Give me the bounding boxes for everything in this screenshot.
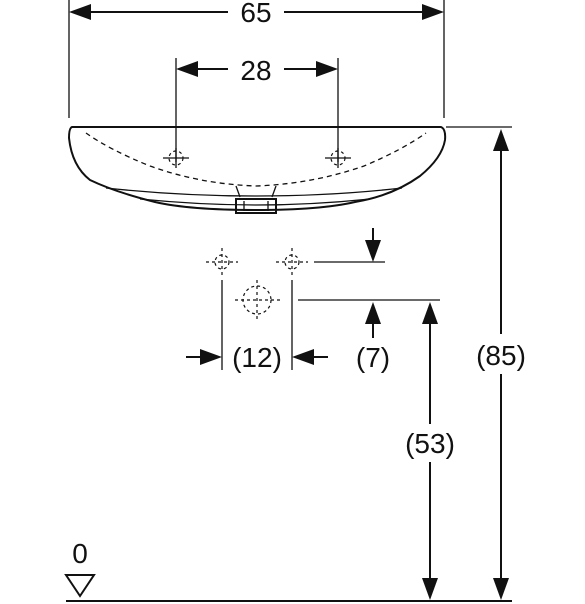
waste-spacing-arrow-right xyxy=(292,349,314,365)
drain-outlet xyxy=(235,198,277,214)
overall-width-dimension: 65 xyxy=(68,0,445,118)
height-arrow-bottom xyxy=(493,578,509,600)
washbasin-profile xyxy=(67,126,447,214)
waste-offset-dimension: (7) xyxy=(298,228,440,373)
waste-offset-label: (7) xyxy=(356,342,390,373)
tap-hole-spacing-dimension: 28 xyxy=(175,55,339,162)
waste-offset-arrow-up xyxy=(365,302,381,324)
waste-connection-marker xyxy=(235,280,280,322)
waste-spacing-arrow-left xyxy=(200,349,222,365)
waste-height-arrow-bottom xyxy=(422,578,438,600)
width-arrow-right xyxy=(422,4,444,20)
waste-height-dimension: (53) xyxy=(405,302,455,600)
basin-underside-line xyxy=(105,187,403,197)
waste-height-label: (53) xyxy=(405,428,455,459)
waste-spacing-dimension: (12) xyxy=(186,280,328,373)
waste-offset-arrow-down xyxy=(365,240,381,262)
height-arrow-top xyxy=(493,129,509,151)
floor-level-label: 0 xyxy=(72,538,88,569)
overall-height-label: (85) xyxy=(476,340,526,371)
waste-height-arrow-top xyxy=(422,302,438,324)
floor-level: 0 xyxy=(64,538,512,602)
drain-neck-right xyxy=(271,185,277,198)
tap-hole-spacing-label: 28 xyxy=(240,55,271,86)
overall-height-dimension: (85) xyxy=(446,126,526,600)
supply-marker-right xyxy=(276,248,308,276)
basin-outline xyxy=(67,126,447,212)
tap-arrow-right xyxy=(316,61,338,77)
drain-neck-left xyxy=(235,185,241,198)
tap-hole-marker-left xyxy=(163,148,189,168)
width-arrow-left xyxy=(69,4,91,20)
basin-bowl-hidden-line xyxy=(85,132,427,187)
floor-level-icon xyxy=(64,574,96,598)
waste-spacing-label: (12) xyxy=(232,342,282,373)
tap-hole-marker-right xyxy=(325,148,351,168)
overall-width-label: 65 xyxy=(240,0,271,28)
tap-arrow-left xyxy=(176,61,198,77)
supply-marker-left xyxy=(206,248,238,276)
basin-lower-contour xyxy=(139,198,371,206)
